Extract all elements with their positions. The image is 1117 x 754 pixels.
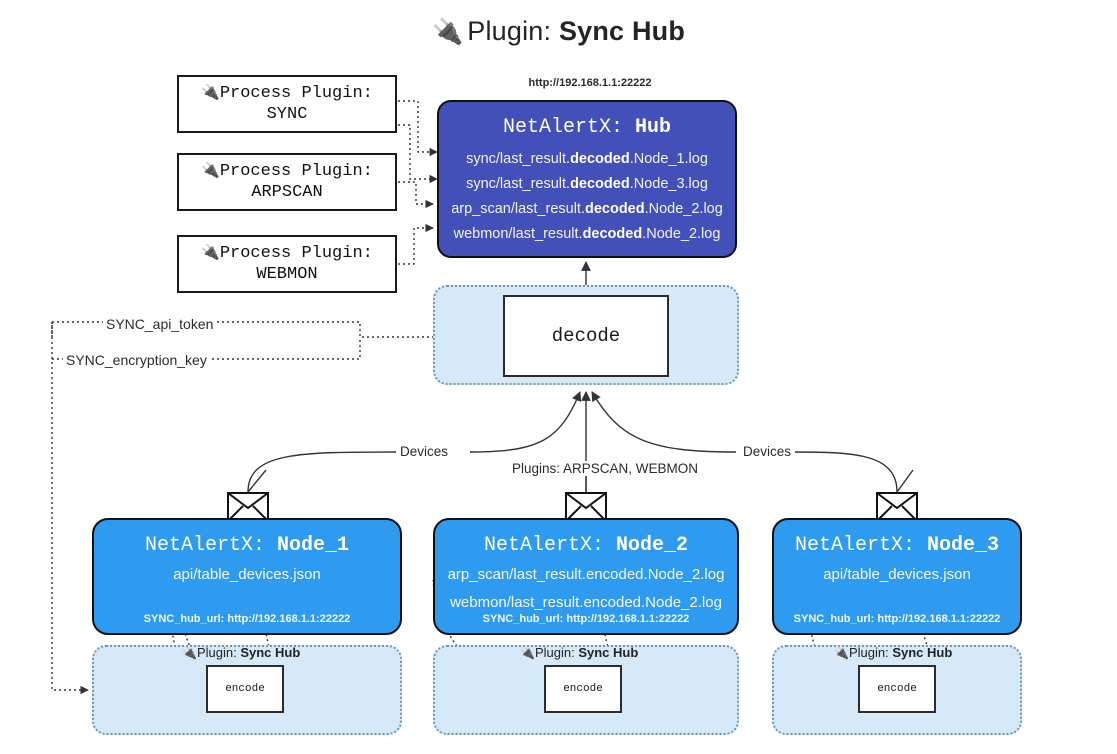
edge-node1-to-decode (469, 391, 582, 453)
edge-webmon-to-hub (398, 223, 434, 265)
encode-box-node1[interactable]: encode (206, 665, 284, 713)
process-plugin-sync[interactable]: 🔌Process Plugin: SYNC (177, 75, 397, 133)
edge-label-devices-right: Devices (739, 444, 796, 459)
process-plugin-name: ARPSCAN (251, 183, 323, 202)
page-title: 🔌Plugin: Sync Hub (0, 16, 1117, 47)
hub-url-label: http://192.168.1.1:22222 (528, 77, 652, 89)
process-plugin-label: Process Plugin: (219, 243, 373, 263)
hub-log-line: arp_scan/last_result.decoded.Node_2.log (451, 200, 723, 217)
edge-label-plugins: Plugins: ARPSCAN, WEBMON (508, 461, 703, 476)
param-api-token: SYNC_api_token (103, 316, 217, 332)
edge-envelope-stem-3 (896, 469, 914, 493)
plug-icon: 🔌 (182, 646, 197, 660)
plug-icon: 🔌 (520, 646, 535, 660)
node-hub-url: SYNC_hub_url: http://192.168.1.1:22222 (143, 613, 351, 625)
hub-title-prefix: NetAlertX: (502, 116, 623, 139)
edge-sync-to-hub-2 (398, 124, 438, 184)
param-encryption-key: SYNC_encryption_key (63, 352, 210, 368)
process-plugin-webmon[interactable]: 🔌Process Plugin: WEBMON (177, 235, 397, 293)
node-box-node3[interactable]: NetAlertX: Node_3 api/table_devices.json… (772, 518, 1022, 635)
edge-envelope-stem-1 (247, 469, 267, 493)
node-line: arp_scan/last_result.encoded.Node_2.log (447, 566, 725, 583)
process-plugin-label: Process Plugin: (219, 83, 373, 103)
plugin-tag-node2: 🔌Plugin: Sync Hub (520, 645, 639, 660)
node-line: api/table_devices.json (823, 566, 971, 583)
hub-title: NetAlertX: Hub (439, 116, 735, 139)
page-title-name: Sync Hub (558, 16, 686, 46)
plug-icon: 🔌 (201, 82, 220, 101)
edge-arpscan-to-hub (398, 181, 434, 209)
page-title-prefix: Plugin: (467, 16, 552, 46)
plugin-tag-node1: 🔌Plugin: Sync Hub (182, 645, 301, 660)
encode-box-node3[interactable]: encode (858, 665, 936, 713)
plug-icon: 🔌 (201, 160, 220, 179)
process-plugin-arpscan[interactable]: 🔌Process Plugin: ARPSCAN (177, 153, 397, 211)
hub-title-name: Hub (635, 116, 672, 139)
edge-node1-devices (247, 451, 397, 493)
node-box-node1[interactable]: NetAlertX: Node_1 api/table_devices.json… (92, 518, 402, 635)
edge-sync-to-hub (398, 100, 438, 157)
node-box-node2[interactable]: NetAlertX: Node_2 arp_scan/last_result.e… (433, 518, 739, 635)
plug-icon: 🔌 (834, 646, 849, 660)
edge-encryption-key-to-encode (51, 322, 89, 695)
edge-node3-to-decode (591, 391, 737, 453)
encode-box-node2[interactable]: encode (544, 665, 622, 713)
decode-box[interactable]: decode (503, 295, 669, 377)
process-plugin-name: WEBMON (256, 265, 318, 284)
node-title: NetAlertX: Node_3 (794, 534, 1000, 557)
plug-icon: 🔌 (431, 18, 464, 46)
hub-log-line: sync/last_result.decoded.Node_3.log (466, 175, 708, 192)
process-plugin-label: Process Plugin: (219, 161, 373, 181)
edge-node3-devices (787, 451, 898, 493)
hub-node[interactable]: NetAlertX: Hub sync/last_result.decoded.… (437, 100, 737, 258)
node-line: api/table_devices.json (173, 566, 321, 583)
node-hub-url: SYNC_hub_url: http://192.168.1.1:22222 (793, 613, 1001, 625)
node-hub-url: SYNC_hub_url: http://192.168.1.1:22222 (482, 613, 690, 625)
edge-label-devices-left: Devices (396, 444, 453, 459)
plug-icon: 🔌 (201, 242, 220, 261)
node-title: NetAlertX: Node_1 (144, 534, 350, 557)
node-title: NetAlertX: Node_2 (483, 534, 689, 557)
plugin-tag-node3: 🔌Plugin: Sync Hub (834, 645, 953, 660)
node-line: webmon/last_result.encoded.Node_2.log (450, 593, 722, 611)
hub-log-line: sync/last_result.decoded.Node_1.log (466, 151, 708, 167)
process-plugin-name: SYNC (266, 105, 308, 124)
hub-log-line: webmon/last_result.decoded.Node_2.log (453, 225, 721, 242)
